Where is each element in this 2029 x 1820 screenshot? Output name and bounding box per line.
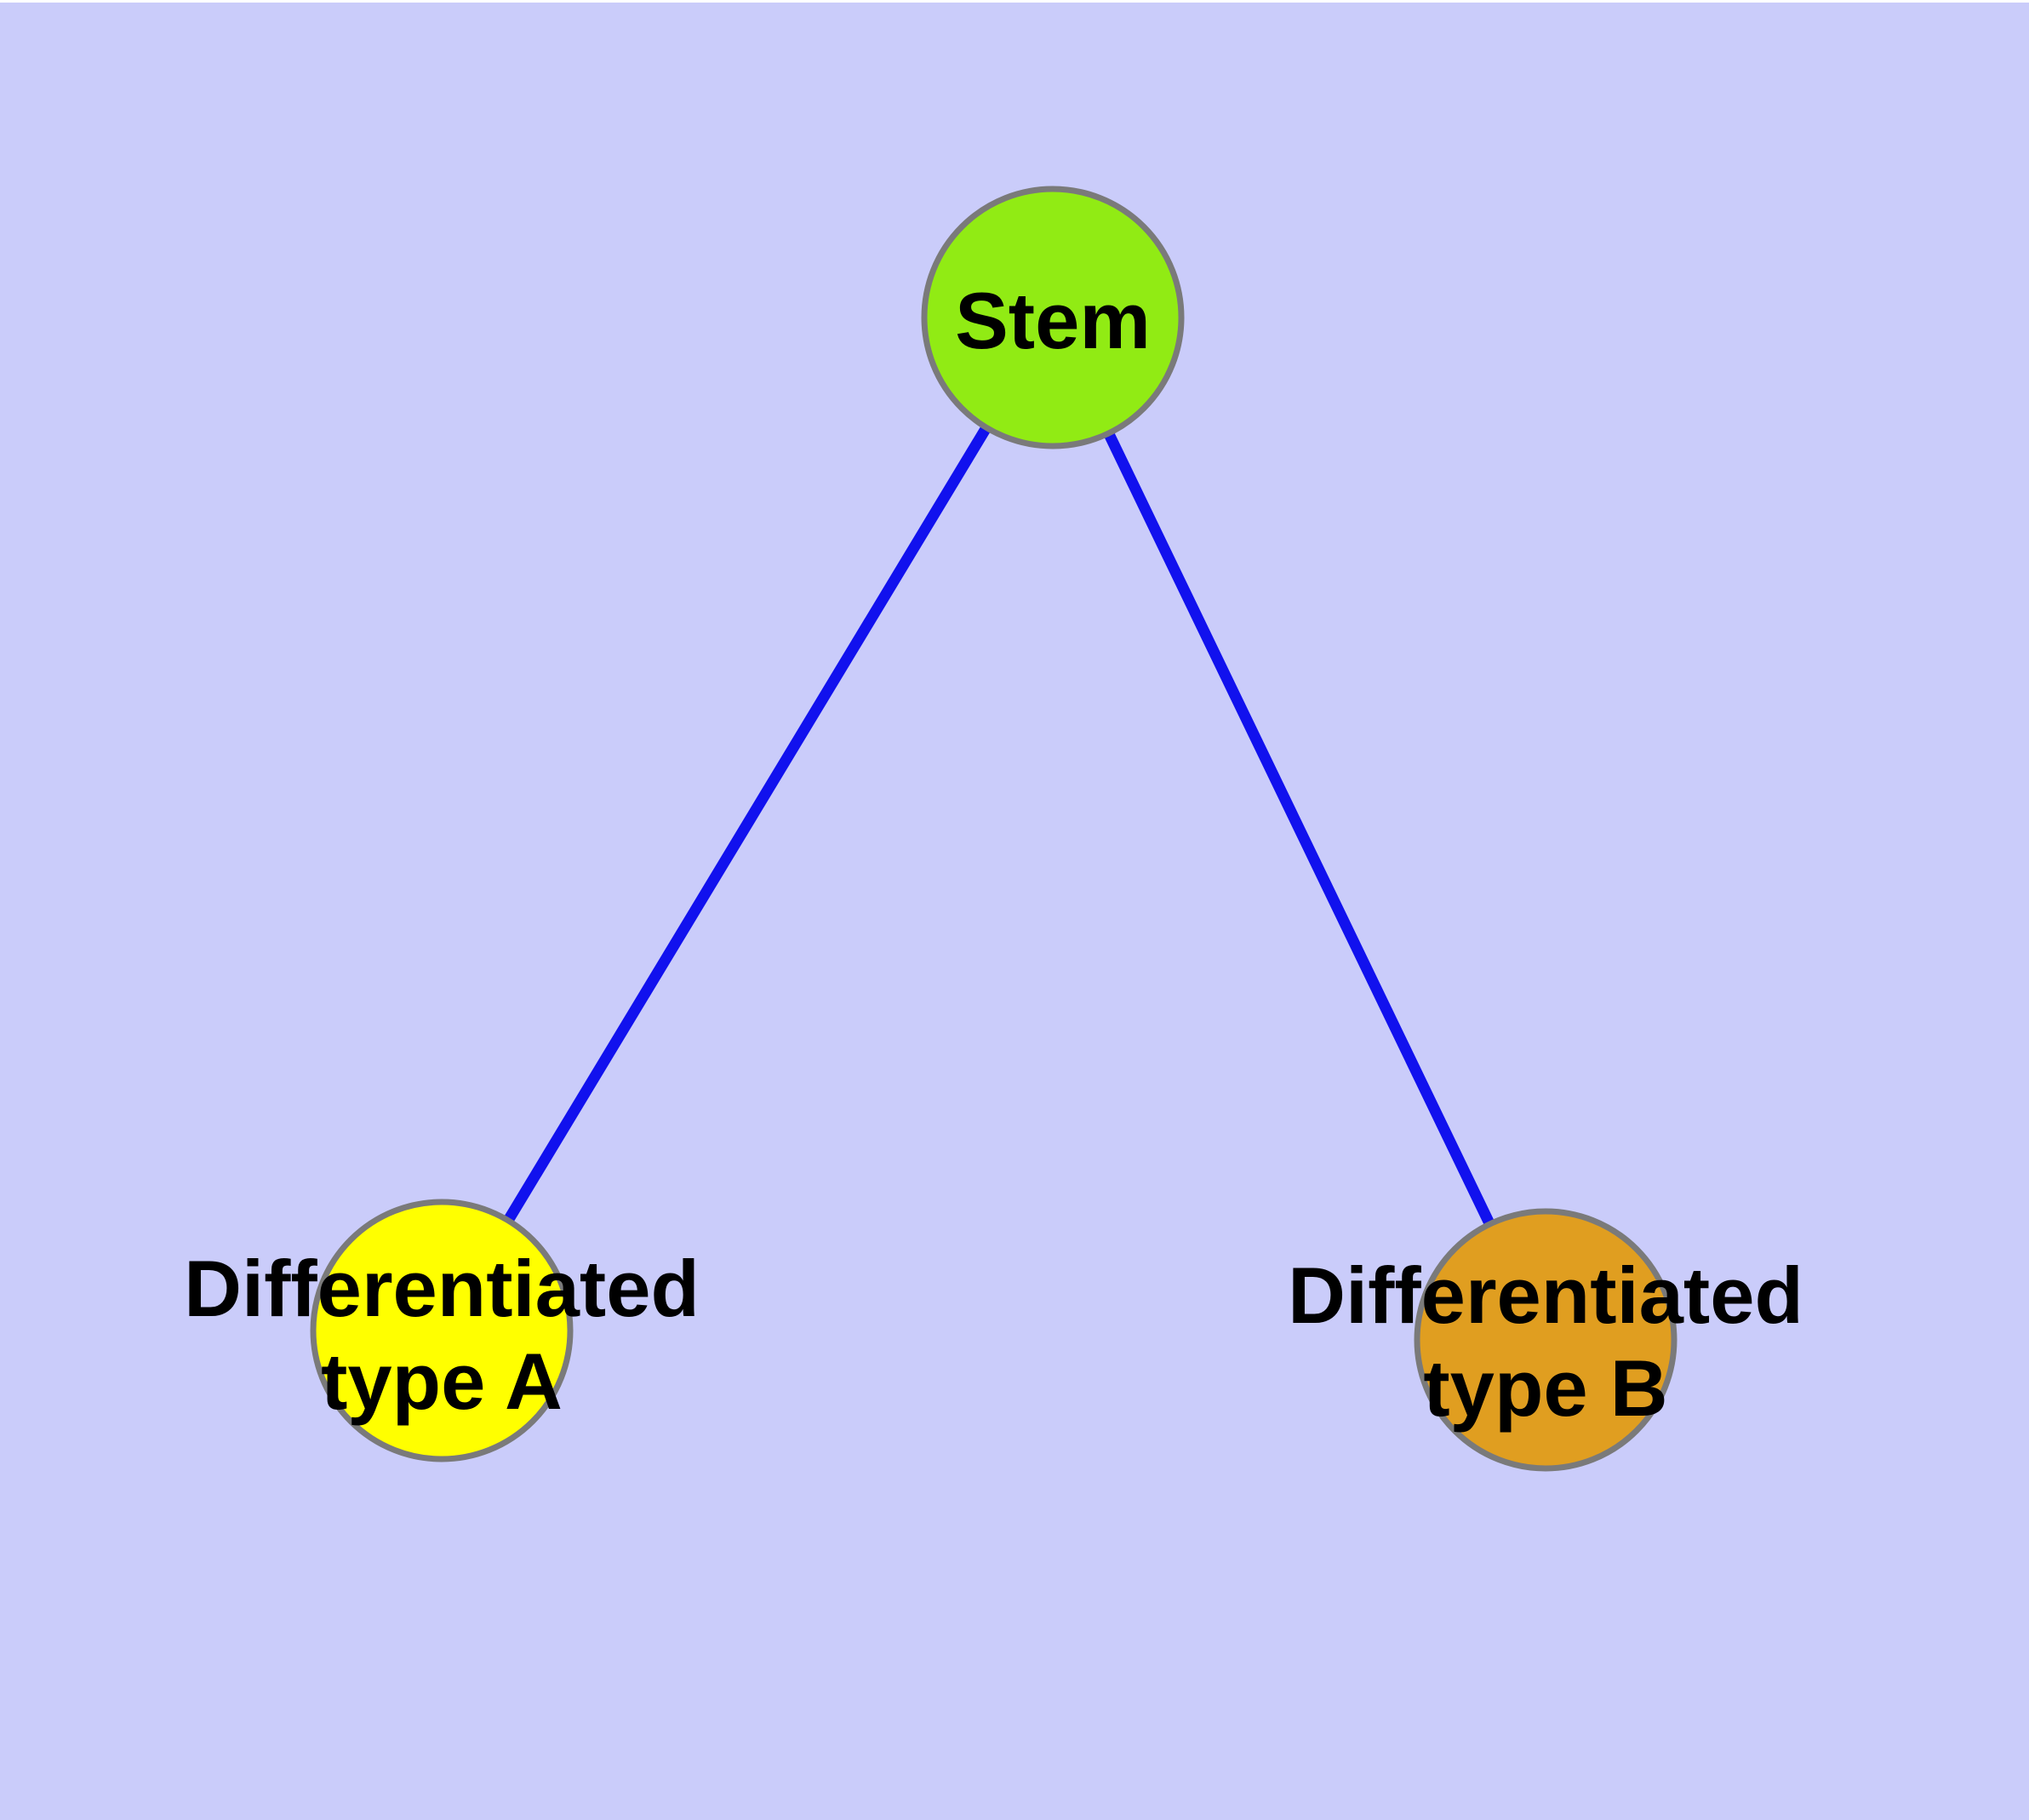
edge-layer (437, 314, 1551, 1342)
node-type-a-circle (310, 1199, 574, 1462)
node-type-a-label-line2: type A (321, 1336, 563, 1426)
top-edge-strip (0, 0, 2029, 3)
node-layer (310, 186, 1677, 1472)
node-type-b-circle (1414, 1208, 1677, 1472)
node-type-a-label-line1: Differentiated (184, 1244, 700, 1333)
edge-stem-to-type-b (1048, 315, 1551, 1342)
node-stem-label: Stem (955, 276, 1151, 365)
node-stem-circle (921, 186, 1185, 449)
edge-stem-to-type-a (437, 314, 1058, 1334)
label-layer: Stem Differentiated type A Differentiate… (184, 276, 1803, 1433)
node-type-b-label-line1: Differentiated (1288, 1251, 1803, 1340)
node-type-b-label-line2: type B (1423, 1343, 1667, 1433)
